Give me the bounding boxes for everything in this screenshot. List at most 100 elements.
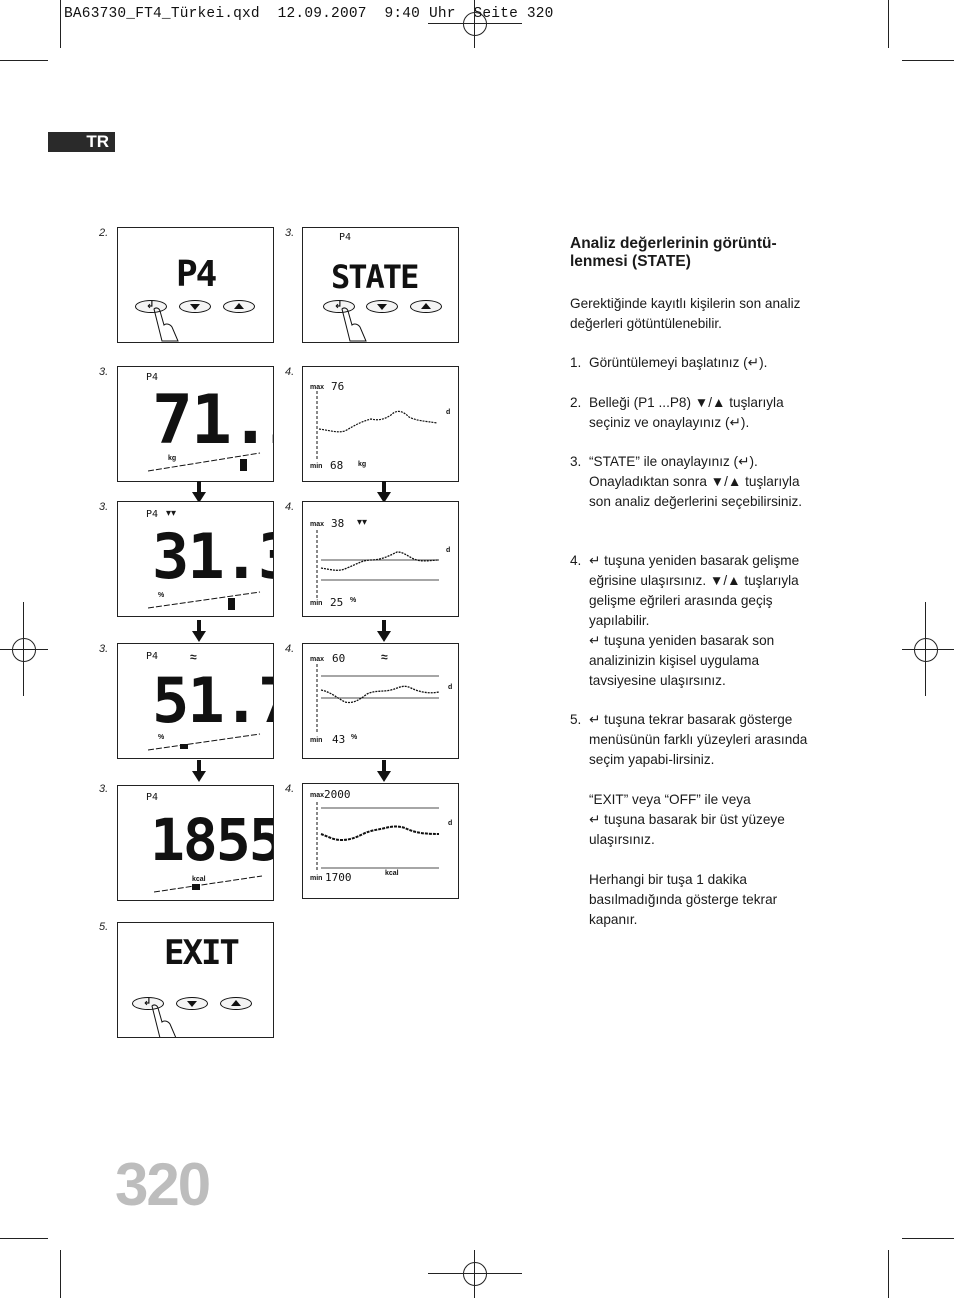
fat-icon: ▾▾ — [166, 508, 177, 519]
finger-icon — [153, 307, 179, 342]
max-value: 60 — [332, 652, 346, 665]
lcd-main-text: STATE — [331, 258, 419, 296]
crop-mark — [60, 0, 61, 48]
profile-label: P4 — [146, 509, 159, 520]
display-panel-water: P4 ≈ 51.7 % — [117, 643, 274, 759]
display-panel-fat: P4 ▾▾ 31.3 % — [117, 501, 274, 617]
down-button[interactable] — [176, 997, 208, 1010]
down-button[interactable] — [366, 300, 398, 313]
arrow-down-icon — [377, 481, 391, 503]
axis-label: d — [448, 684, 453, 691]
max-label: max — [310, 656, 325, 663]
display-panel-kcal: P4 1855 kcal — [117, 785, 274, 901]
step-number: 4. — [285, 783, 295, 795]
step-number: 3. — [99, 501, 109, 513]
crop-mark — [902, 1238, 954, 1239]
axis-label: d — [446, 547, 451, 554]
up-button[interactable] — [223, 300, 255, 313]
chart-panel-fat: max 38 ▾▾ min 25 % d — [302, 501, 459, 617]
item-text: Görüntülemeyi başlatınız ( — [589, 355, 748, 370]
min-label: min — [310, 463, 323, 470]
item-number: 5. — [570, 712, 582, 727]
unit-label: kcal — [192, 876, 206, 883]
crop-mark — [60, 1250, 61, 1298]
enter-key-icon: ↵ — [738, 454, 750, 469]
step-number: 2. — [99, 227, 109, 239]
unit-label: kg — [168, 455, 177, 462]
min-value: 68 — [330, 459, 344, 472]
min-label: min — [310, 600, 323, 607]
lcd-main-text: P4 — [176, 254, 217, 295]
item-text-3: Herhangi bir tuşa 1 dakika basılmadığınd… — [589, 872, 778, 927]
min-value: 1700 — [325, 871, 352, 884]
max-label: max — [310, 792, 325, 799]
trend-curve — [316, 802, 440, 872]
unit-label: % — [158, 592, 165, 599]
item-text: Belleği (P1 ...P8) ▼/▲ tuşlarıyla seçini… — [589, 395, 784, 430]
max-label: max — [310, 521, 325, 528]
display-panel-weight: P4 71.2 kg — [117, 366, 274, 482]
display-panel-state: P4 STATE — [302, 227, 459, 343]
enter-key-icon: ↵ — [589, 712, 601, 727]
min-value: 25 — [330, 596, 344, 609]
axis-label: d — [448, 820, 453, 827]
crop-mark — [888, 0, 889, 48]
intro-paragraph: Gerektiğinde kayıtlı kişilerin son anali… — [570, 294, 815, 334]
enter-key-icon: ↵ — [747, 355, 760, 370]
enter-key-icon: ↵ — [729, 415, 741, 430]
unit-label: % — [158, 734, 165, 741]
arrow-down-icon — [192, 481, 206, 503]
item-text: tuşuna yeniden basarak gelişme eğrisine … — [589, 553, 800, 628]
language-tab: TR — [48, 132, 115, 152]
item-text-2a: “EXIT” veya “OFF” ile veya — [589, 792, 751, 807]
gauge-line — [148, 591, 261, 610]
unit-label: % — [350, 597, 357, 604]
item-number: 4. — [570, 553, 582, 568]
item-number: 1. — [570, 355, 582, 370]
display-panel-p4: P4 — [117, 227, 274, 343]
up-button[interactable] — [220, 997, 252, 1010]
down-button[interactable] — [179, 300, 211, 313]
step-number: 3. — [285, 227, 295, 239]
min-label: min — [310, 875, 323, 882]
item-number: 3. — [570, 454, 582, 469]
water-icon: ≈ — [190, 650, 197, 664]
step-number: 3. — [99, 366, 109, 378]
crop-mark — [902, 60, 954, 61]
enter-button[interactable] — [132, 997, 164, 1010]
step-number: 4. — [285, 366, 295, 378]
item-tail: ). — [740, 415, 750, 430]
display-panel-exit: EXIT — [117, 922, 274, 1038]
trend-curve — [316, 664, 440, 734]
print-header: BA63730_FT4_Türkei.qxd 12.09.2007 9:40 U… — [64, 6, 554, 22]
unit-label: % — [351, 734, 358, 741]
finger-icon — [341, 307, 367, 342]
max-value: 38 — [331, 517, 345, 530]
water-icon: ≈ — [381, 650, 388, 664]
fat-value: 31.3 — [152, 520, 273, 593]
max-value: 76 — [331, 380, 345, 393]
item-text-2: tuşuna yeniden basarak son analizinizin … — [589, 633, 775, 688]
arrow-down-icon — [377, 760, 391, 782]
chart-panel-water: max 60 ≈ min 43 % d — [302, 643, 459, 759]
weight-value: 71.2 — [152, 381, 273, 460]
crop-mark — [0, 60, 48, 61]
chart-panel-weight: max 76 min 68 kg d — [302, 366, 459, 482]
trend-curve — [316, 530, 440, 598]
up-button[interactable] — [410, 300, 442, 313]
water-value: 51.7 — [152, 664, 273, 737]
item-tail: ). Onayladıktan sonra ▼/▲ tuşlarıyla son… — [589, 454, 803, 509]
arrow-down-icon — [192, 620, 206, 642]
item-text-2b: tuşuna basarak bir üst yüzeye ulaşırsını… — [589, 812, 785, 847]
item-number: 2. — [570, 395, 582, 410]
gauge-line — [154, 875, 263, 893]
profile-label: P4 — [146, 651, 159, 662]
arrow-down-icon — [377, 620, 391, 642]
step-number: 5. — [99, 921, 109, 933]
axis-label: d — [446, 409, 451, 416]
trend-curve — [316, 391, 438, 459]
step-number: 4. — [285, 501, 295, 513]
unit-label: kcal — [385, 870, 399, 877]
item-text: “STATE” ile onaylayınız ( — [589, 454, 739, 469]
profile-label: P4 — [146, 792, 159, 803]
